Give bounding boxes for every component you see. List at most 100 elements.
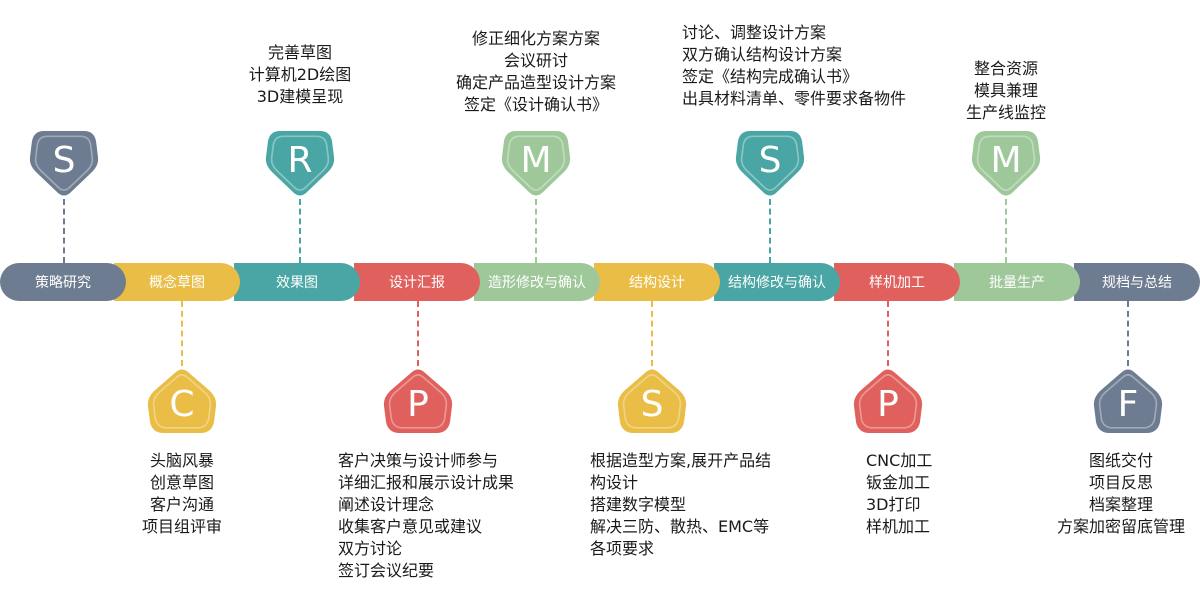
note-line: 各项要求 — [590, 539, 655, 558]
badge-shape — [383, 369, 453, 433]
stage-segment: 策略研究 — [0, 263, 126, 301]
note-line: 客户沟通 — [149, 495, 214, 514]
stage-segment: 样机加工 — [834, 263, 960, 301]
badge-inner-outline — [506, 135, 566, 191]
badge-shape — [617, 369, 687, 433]
badge-f-icon: F — [1092, 366, 1164, 438]
stage-segment: 规档与总结 — [1074, 263, 1200, 301]
top-note: 修正细化方案方案会议研讨确定产品造型设计方案签定《设计确认书》 — [376, 28, 696, 116]
badge-shape — [501, 131, 571, 196]
note-line: 样机加工 — [866, 517, 931, 536]
badge-s-icon: S — [734, 127, 806, 199]
dashed-connector — [651, 301, 653, 366]
note-line: 搭建数字模型 — [590, 495, 687, 514]
dashed-connector — [417, 301, 419, 366]
dashed-connector — [535, 199, 537, 263]
badge-shape — [147, 369, 217, 433]
dashed-connector — [299, 199, 301, 263]
dashed-connector — [1127, 301, 1129, 366]
badge-shape — [971, 131, 1041, 196]
badge-inner-outline — [1098, 374, 1158, 429]
badge-shape — [853, 369, 923, 433]
note-line: 头脑风暴 — [149, 451, 214, 470]
note-line: 签定《设计确认书》 — [463, 95, 608, 114]
badge-s-icon: S — [616, 366, 688, 438]
bottom-note: 图纸交付项目反思档案整理方案加密留底管理 — [961, 450, 1200, 538]
badge-m-icon: M — [500, 127, 572, 199]
stage-label: 规档与总结 — [1102, 275, 1172, 291]
badge-inner-outline — [622, 374, 682, 429]
badge-letter: F — [1118, 384, 1139, 425]
top-note: 讨论、调整设计方案双方确认结构设计方案签定《结构完成确认书》出具材料清单、零件要… — [682, 22, 906, 110]
note-line: 完善草图 — [267, 43, 332, 62]
badge-letter: M — [520, 140, 551, 181]
stage-label: 结构修改与确认 — [728, 275, 826, 291]
note-line: 阐述设计理念 — [338, 495, 435, 514]
note-line: 钣金加工 — [866, 473, 931, 492]
note-line: 客户决策与设计师参与 — [338, 451, 499, 470]
badge-s-icon: S — [28, 127, 100, 199]
stage-segment: 批量生产 — [954, 263, 1080, 301]
badge-letter: M — [990, 140, 1021, 181]
stage-segment: 概念草图 — [114, 263, 240, 301]
stage-label: 策略研究 — [35, 275, 91, 291]
badge-inner-outline — [34, 135, 94, 191]
bottom-note: 客户决策与设计师参与详细汇报和展示设计成果阐述设计理念收集客户意见或建议双方讨论… — [338, 450, 514, 582]
badge-letter: C — [169, 384, 194, 425]
badge-letter: R — [287, 140, 312, 181]
note-line: 整合资源 — [973, 59, 1038, 78]
top-note: 完善草图计算机2D绘图 3D建模呈现 — [140, 42, 460, 108]
note-line: 项目组评审 — [141, 517, 222, 536]
note-line: 档案整理 — [1088, 495, 1153, 514]
note-line: 签定《结构完成确认书》 — [682, 67, 859, 86]
stage-segment: 效果图 — [234, 263, 360, 301]
badge-c-icon: C — [146, 366, 218, 438]
note-line: 图纸交付 — [1088, 451, 1153, 470]
badge-m-icon: M — [970, 127, 1042, 199]
stage-segment: 造形修改与确认 — [474, 263, 600, 301]
note-line: 双方讨论 — [338, 539, 403, 558]
dashed-connector — [1005, 199, 1007, 263]
badge-letter: S — [759, 140, 782, 181]
note-line: 方案加密留底管理 — [1056, 517, 1185, 536]
badge-shape — [735, 131, 805, 196]
badge-inner-outline — [388, 374, 448, 429]
badge-inner-outline — [152, 374, 212, 429]
badge-shape — [265, 131, 335, 196]
stage-segment: 结构修改与确认 — [714, 263, 840, 301]
badge-inner-outline — [270, 135, 330, 191]
note-line: 双方确认结构设计方案 — [682, 45, 843, 64]
badge-p-icon: P — [382, 366, 454, 438]
note-line: 修正细化方案方案 — [471, 29, 600, 48]
note-line: 3D建模呈现 — [256, 87, 344, 106]
note-line: 生产线监控 — [965, 103, 1046, 122]
note-line: 详细汇报和展示设计成果 — [338, 473, 515, 492]
note-line: 确定产品造型设计方案 — [455, 73, 616, 92]
note-line: 创意草图 — [149, 473, 214, 492]
stage-segment: 设计汇报 — [354, 263, 480, 301]
badge-inner-outline — [976, 135, 1036, 191]
stage-label: 样机加工 — [869, 275, 925, 291]
dashed-connector — [63, 199, 65, 263]
note-line: 计算机2D绘图 — [248, 65, 352, 84]
dashed-connector — [181, 301, 183, 366]
stage-label: 造形修改与确认 — [488, 275, 586, 291]
note-line: 解决三防、散热、EMC等 — [590, 517, 770, 536]
stage-label: 概念草图 — [149, 275, 205, 291]
badge-inner-outline — [858, 374, 918, 429]
badge-shape — [29, 131, 99, 196]
badge-r-icon: R — [264, 127, 336, 199]
stage-segment: 结构设计 — [594, 263, 720, 301]
note-line: 构设计 — [590, 473, 639, 492]
note-line: 收集客户意见或建议 — [338, 517, 483, 536]
badge-shape — [1093, 369, 1163, 433]
badge-letter: P — [407, 384, 429, 425]
note-line: 根据造型方案,展开产品结 — [590, 451, 772, 470]
note-line: 签订会议纪要 — [338, 561, 435, 580]
stage-label: 设计汇报 — [389, 275, 445, 291]
note-line: 讨论、调整设计方案 — [682, 23, 827, 42]
stage-label: 批量生产 — [989, 275, 1045, 291]
badge-p-icon: P — [852, 366, 924, 438]
